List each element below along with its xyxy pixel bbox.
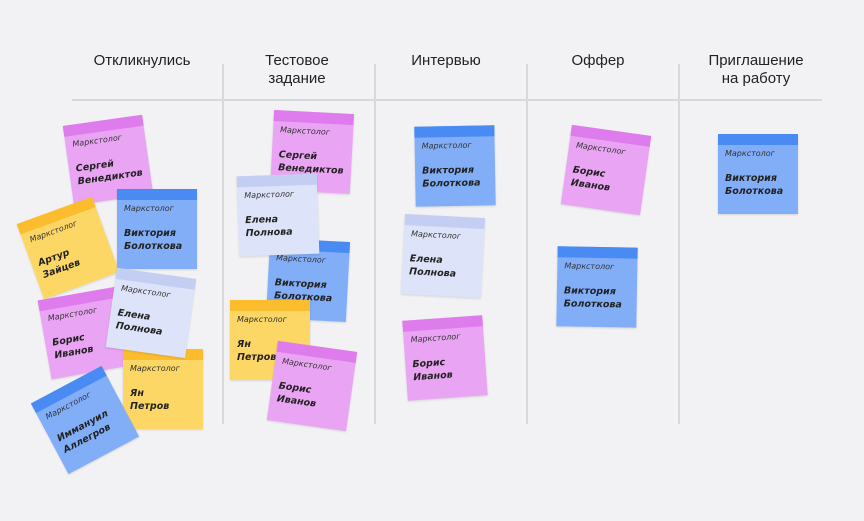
note-candidate-name: Борис Иванов [276,380,317,410]
note-role: Маркстолог [410,229,462,241]
note-strip [718,134,798,145]
column-header-test-task: Тестовое задание [265,52,329,87]
note-strip [230,300,310,311]
sticky-note[interactable]: Маркстолог Ян Петров [123,349,203,429]
note-candidate-name: Елена Полнова [408,253,457,280]
note-role: Маркстолог [564,261,615,272]
note-candidate-name: Борис Иванов [570,164,611,194]
note-role: Маркстолог [725,149,775,158]
sticky-note[interactable]: Маркстолог Виктория Болоткова [718,134,798,214]
column-header-interview: Интервью [411,52,481,69]
note-candidate-name: Виктория Болоткова [421,164,481,190]
note-strip [273,109,355,126]
note-role: Маркстолог [421,140,472,151]
note-role: Маркстолог [237,315,287,324]
note-role: Маркстолог [575,140,627,157]
column-divider [374,64,376,424]
note-strip [117,189,197,200]
note-role: Маркстолог [71,132,123,149]
note-candidate-name: Виктория Болоткова [563,285,622,311]
sticky-note[interactable]: Маркстолог Елена Полнова [236,173,320,257]
column-divider [222,64,224,424]
note-candidate-name: Елена Полнова [115,307,164,338]
column-divider [678,64,680,424]
note-candidate-name: Ян Петров [130,388,170,412]
note-strip [62,114,144,137]
note-candidate-name: Ян Петров [237,339,277,363]
note-candidate-name: Виктория Болоткова [124,228,183,252]
note-candidate-name: Сергей Венедиктов [75,158,144,188]
note-candidate-name: Елена Полнова [244,214,293,240]
column-header-hired: Приглашение на работу [708,52,804,87]
column-header-responded: Откликнулись [93,52,191,69]
note-role: Маркстолог [275,253,327,265]
column-divider [526,64,528,424]
note-role: Маркстолог [279,125,331,137]
note-role: Маркстолог [281,356,333,373]
note-role: Маркстолог [244,189,295,201]
note-strip [404,213,486,230]
column-header-offer: Оффер [571,52,625,69]
note-candidate-name: Артур Зайцев [36,247,82,281]
note-role: Маркстолог [410,331,461,345]
sticky-note[interactable]: Маркстолог Елена Полнова [400,213,486,299]
note-candidate-name: Виктория Болоткова [725,173,784,197]
note-role: Маркстолог [130,364,180,373]
note-role: Маркстолог [124,204,174,213]
sticky-note[interactable]: Маркстолог Виктория Болоткова [414,125,496,207]
sticky-note[interactable]: Маркстолог Артур Зайцев [16,196,120,300]
sticky-note[interactable]: Маркстолог Борис Иванов [560,124,652,216]
sticky-note[interactable]: Маркстолог Борис Иванов [266,340,358,432]
note-strip [236,173,317,188]
sticky-note[interactable]: Маркстолог Борис Иванов [402,315,488,401]
sticky-note[interactable]: Маркстолог Виктория Болоткова [556,246,638,328]
note-strip [414,125,495,138]
sticky-note[interactable]: Маркстолог Виктория Болоткова [117,189,197,269]
note-candidate-name: Борис Иванов [412,357,454,384]
header-divider [72,99,822,101]
note-strip [557,246,638,259]
note-role: Маркстолог [120,283,172,300]
note-strip [402,315,483,332]
sticky-note[interactable]: Маркстолог Елена Полнова [105,267,197,359]
